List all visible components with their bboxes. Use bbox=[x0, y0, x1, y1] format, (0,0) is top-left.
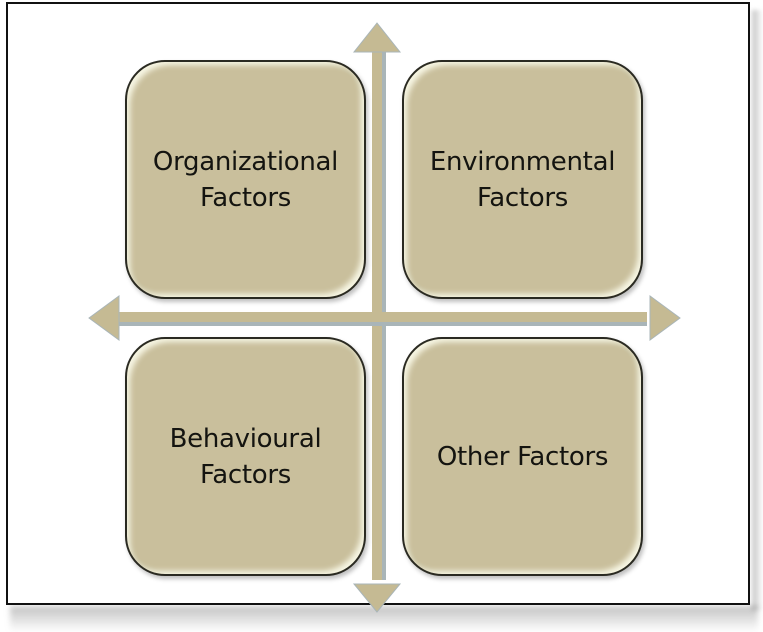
quadrant-label-line2: Factors bbox=[199, 459, 292, 490]
quadrant-label-line1: Behavioural bbox=[169, 423, 322, 454]
quadrant-label: Organizational Factors bbox=[143, 144, 348, 216]
quadrant-label: Behavioural Factors bbox=[160, 421, 332, 493]
quadrant-box-environmental-factors: Environmental Factors bbox=[402, 60, 643, 299]
quadrant-label-line1: Environmental bbox=[429, 146, 616, 177]
frame-shadow-bottom bbox=[10, 606, 758, 632]
quadrant-label-line2: Factors bbox=[199, 182, 292, 213]
quadrant-box-behavioural-factors: Behavioural Factors bbox=[125, 337, 366, 576]
horizontal-double-arrow-icon bbox=[88, 295, 681, 341]
quadrant-label: Environmental Factors bbox=[420, 144, 625, 216]
quadrant-box-other-factors: Other Factors bbox=[402, 337, 643, 576]
quadrant-label-line1: Other Factors bbox=[436, 441, 609, 472]
frame-shadow-right bbox=[752, 10, 763, 610]
quadrant-label: Other Factors bbox=[427, 439, 618, 475]
quadrant-label-line1: Organizational bbox=[152, 146, 339, 177]
quadrant-label-line2: Factors bbox=[476, 182, 569, 213]
quadrant-box-organizational-factors: Organizational Factors bbox=[125, 60, 366, 299]
